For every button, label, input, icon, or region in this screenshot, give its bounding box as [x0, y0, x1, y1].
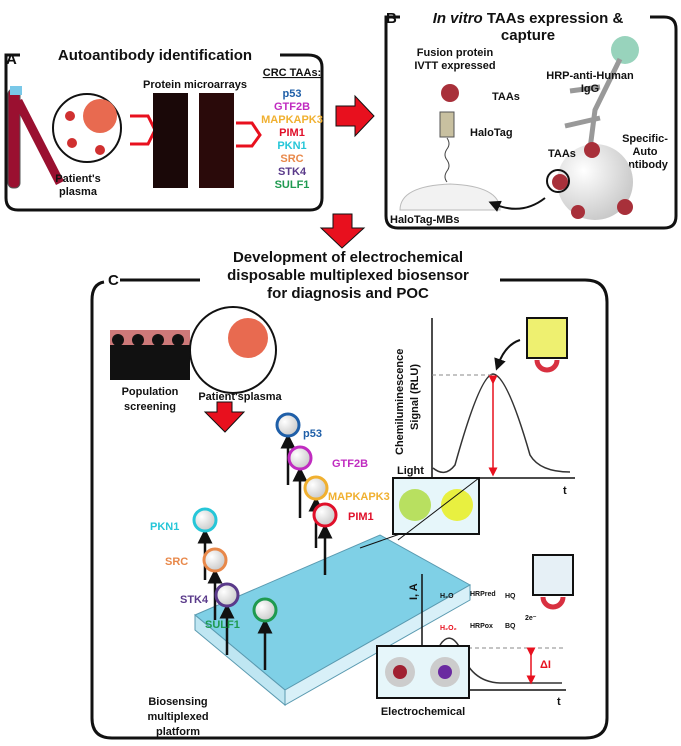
taa-label: p53 — [283, 88, 302, 100]
arrow-down-icon — [319, 213, 366, 249]
hrp-label: IgG — [581, 83, 599, 95]
reaction-hq: HQ — [505, 593, 516, 600]
platform-label: Biosensing — [148, 696, 207, 708]
bead-mapkapk3 — [303, 475, 329, 501]
halotag-mbs-label: HaloTag-MBs — [390, 214, 459, 226]
population-label: screening — [124, 401, 176, 413]
taa-label: MAPKAPK3 — [261, 114, 323, 126]
bead-label: p53 — [303, 428, 322, 440]
linker — [444, 137, 450, 183]
halotag-label: HaloTag — [470, 127, 513, 139]
curved-arrow-icon — [488, 197, 546, 212]
electrochemical-label: Electrochemical — [381, 706, 465, 718]
chemi-xlabel: t — [563, 485, 567, 497]
bead-pkn1 — [192, 507, 218, 533]
platform-label: multiplexed — [147, 711, 208, 723]
fusion-label: Fusion protein — [417, 47, 494, 59]
electro-ylabel: I, A — [408, 583, 420, 600]
electro-xlabel: t — [557, 696, 561, 708]
outline-arrow-icon — [236, 121, 262, 148]
microarray-image — [199, 93, 234, 188]
panel-c-letter: C — [108, 272, 119, 289]
microarrays-label: Protein microarrays — [143, 79, 247, 91]
plasma-label: Patient'splasma — [198, 391, 282, 403]
reaction-hrp-ox: HRPox — [470, 623, 493, 630]
panel-c: C Development of electrochemical disposa… — [90, 249, 609, 740]
taas-label: TAAs — [492, 91, 520, 103]
taa-label: PKN1 — [277, 140, 306, 152]
chemi-ylabel: Chemiluminescence — [394, 349, 406, 455]
arrow-right-icon — [335, 94, 375, 138]
panel-b-letter: B — [386, 10, 397, 27]
taa-label: PIM1 — [279, 127, 305, 139]
bead-label: SULF1 — [205, 619, 240, 631]
hrp-enzyme — [611, 36, 639, 64]
taas-label: TAAs — [548, 148, 576, 160]
electrochemical-chart: I, A t ΔI Electrochemical H₂O H₂O₂ HRPre… — [376, 554, 574, 718]
blood-tube — [7, 86, 65, 189]
taa-label: SRC — [280, 153, 303, 165]
bead-p53 — [275, 412, 301, 438]
reaction-scheme: H₂O H₂O₂ HRPred HRPox HQ BQ 2e⁻ — [440, 591, 537, 632]
bead-label: PKN1 — [150, 521, 179, 533]
bead-label: SRC — [165, 556, 188, 568]
panel-c-title: Development of electrochemical — [233, 249, 463, 266]
specific-label: antibody — [622, 159, 669, 171]
taa-header: CRC TAAs: — [263, 67, 321, 79]
reaction-bq: BQ — [505, 623, 516, 630]
specific-label: Specific- — [622, 133, 668, 145]
hrp-label: HRP-anti-Human — [546, 70, 634, 82]
panel-a: A Autoantibody identification Patient's … — [4, 47, 324, 212]
magnet-icon — [534, 359, 560, 373]
panel-a-letter: A — [6, 51, 17, 68]
bead-gtf2b — [287, 445, 313, 471]
delta-i-label: ΔI — [540, 659, 551, 671]
panel-b-title: In vitro TAAs expression & — [433, 10, 624, 27]
magnet-icon — [540, 596, 566, 610]
bead-sulf1 — [252, 597, 278, 623]
plasma-label: plasma — [59, 186, 98, 198]
specific-label: Auto — [632, 146, 657, 158]
light-label: Light — [397, 465, 424, 477]
population-icon — [110, 330, 190, 380]
bead-pim1 — [312, 502, 338, 528]
magnetic-bead — [557, 144, 633, 220]
bead-label: GTF2B — [332, 458, 368, 470]
outline-arrow-icon — [130, 114, 157, 146]
panel-c-title: for diagnosis and POC — [267, 285, 429, 302]
taa-label: GTF2B — [274, 101, 310, 113]
fusion-label: IVTT expressed — [414, 60, 495, 72]
taa-label: STK4 — [278, 166, 307, 178]
chemiluminescence-chart: Chemiluminescence Signal (RLU) t Light — [359, 317, 575, 549]
taa-protein — [441, 84, 459, 102]
panel-c-title: disposable multiplexed biosensor — [227, 267, 469, 284]
bead-stk4 — [214, 582, 240, 608]
chemi-ylabel: Signal (RLU) — [409, 364, 421, 430]
panel-b-title-line2: capture — [501, 27, 555, 44]
antibody — [564, 57, 623, 150]
reaction-electrons: 2e⁻ — [525, 615, 537, 622]
halotag-protein — [439, 111, 455, 138]
bead-src — [202, 547, 228, 573]
panel-b: B In vitro TAAs expression & capture Fus… — [384, 10, 678, 230]
plasma-label: Patient's — [55, 173, 100, 185]
halotag-bead — [399, 183, 501, 211]
bead-label: MAPKAPK3 — [328, 491, 390, 503]
microarray-image — [153, 93, 188, 188]
taa-label: SULF1 — [275, 179, 310, 191]
bead-label: PIM1 — [348, 511, 374, 523]
bead-label: STK4 — [180, 594, 209, 606]
panel-a-title: Autoantibody identification — [58, 47, 252, 64]
platform-label: platform — [156, 726, 200, 738]
plasma-circle — [52, 93, 122, 163]
arrow-down-icon — [203, 401, 246, 433]
reaction-hrp-red: HRPred — [470, 591, 496, 598]
reaction-h2o2: H₂O₂ — [440, 625, 457, 632]
reaction-h2o: H₂O — [440, 593, 454, 600]
population-label: Population — [122, 386, 179, 398]
